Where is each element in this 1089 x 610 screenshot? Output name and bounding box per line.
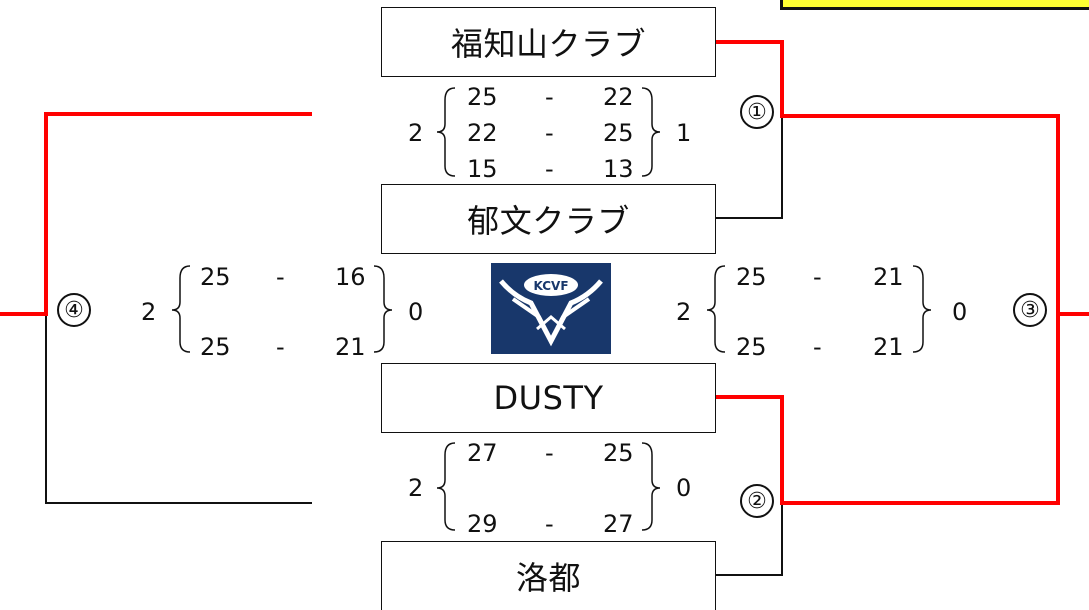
- m2-score-2-left: 29: [467, 510, 498, 538]
- match-number-1: ①: [740, 95, 774, 129]
- team-box-fukuchiyama: 福知山クラブ: [381, 7, 716, 77]
- m1-dash-1: -: [545, 83, 554, 111]
- m3-score-1-left: 25: [736, 263, 767, 291]
- m4-sets-right: 0: [408, 298, 424, 326]
- m4-score-1-right: 16: [335, 263, 366, 291]
- m3-sets-right: 0: [952, 298, 968, 326]
- m1-score-1-left: 25: [467, 83, 498, 111]
- match-number-2: ②: [740, 484, 774, 518]
- m4-dash-2: -: [276, 333, 285, 361]
- m2-score-1-left: 27: [467, 439, 498, 467]
- m2-score-1-right: 25: [603, 439, 634, 467]
- m3-score-1-right: 21: [873, 263, 904, 291]
- team-box-dusty: DUSTY: [381, 363, 716, 433]
- line-m2-winner: [716, 255, 1060, 505]
- m4-score-1-left: 25: [200, 263, 231, 291]
- m1-dash-2: -: [545, 119, 554, 147]
- m1-score-2-right: 25: [603, 119, 634, 147]
- kcvf-emblem-icon: KCVF: [491, 263, 611, 354]
- match-number-4: ④: [57, 293, 91, 327]
- m3-score-2-right: 21: [873, 333, 904, 361]
- m1-score-3-left: 15: [467, 155, 498, 183]
- line-m3-winner: [1056, 255, 1089, 316]
- match-number-3: ③: [1013, 293, 1047, 327]
- team-name: 洛都: [515, 559, 581, 597]
- m2-sets-left: 2: [408, 474, 424, 502]
- svg-text:KCVF: KCVF: [533, 279, 568, 293]
- m4-score-2-left: 25: [200, 333, 231, 361]
- m1-score-1-right: 22: [603, 83, 634, 111]
- m2-dash-2: -: [545, 510, 554, 538]
- yellow-banner: [780, 0, 1089, 10]
- m1-dash-3: -: [545, 155, 554, 183]
- line-final-winner: [0, 250, 48, 316]
- team-name: 福知山クラブ: [450, 25, 646, 63]
- m4-dash-1: -: [276, 263, 285, 291]
- m4-sets-left: 2: [141, 298, 157, 326]
- m1-sets-right: 1: [676, 119, 692, 147]
- line-m1-winner: [716, 40, 1060, 255]
- m3-score-2-left: 25: [736, 333, 767, 361]
- m2-sets-right: 0: [676, 474, 692, 502]
- m3-sets-left: 2: [676, 298, 692, 326]
- line-m4-loser: [45, 255, 312, 504]
- m2-score-2-right: 27: [603, 510, 634, 538]
- m4-score-2-right: 21: [335, 333, 366, 361]
- line-m1-loser: [716, 112, 783, 219]
- team-box-rakuto: 洛都: [381, 541, 716, 610]
- line-m2-loser: [716, 503, 783, 576]
- m1-sets-left: 2: [408, 119, 424, 147]
- m1-score-3-right: 13: [603, 155, 634, 183]
- kcvf-logo: KCVF: [491, 263, 611, 354]
- team-name: 郁文クラブ: [467, 202, 630, 240]
- m3-dash-1: -: [813, 263, 822, 291]
- m2-dash-1: -: [545, 439, 554, 467]
- team-box-ikubun: 郁文クラブ: [381, 184, 716, 254]
- line-m4-winner: [44, 112, 312, 255]
- team-name: DUSTY: [493, 379, 604, 417]
- m3-dash-2: -: [813, 333, 822, 361]
- m1-score-2-left: 22: [467, 119, 498, 147]
